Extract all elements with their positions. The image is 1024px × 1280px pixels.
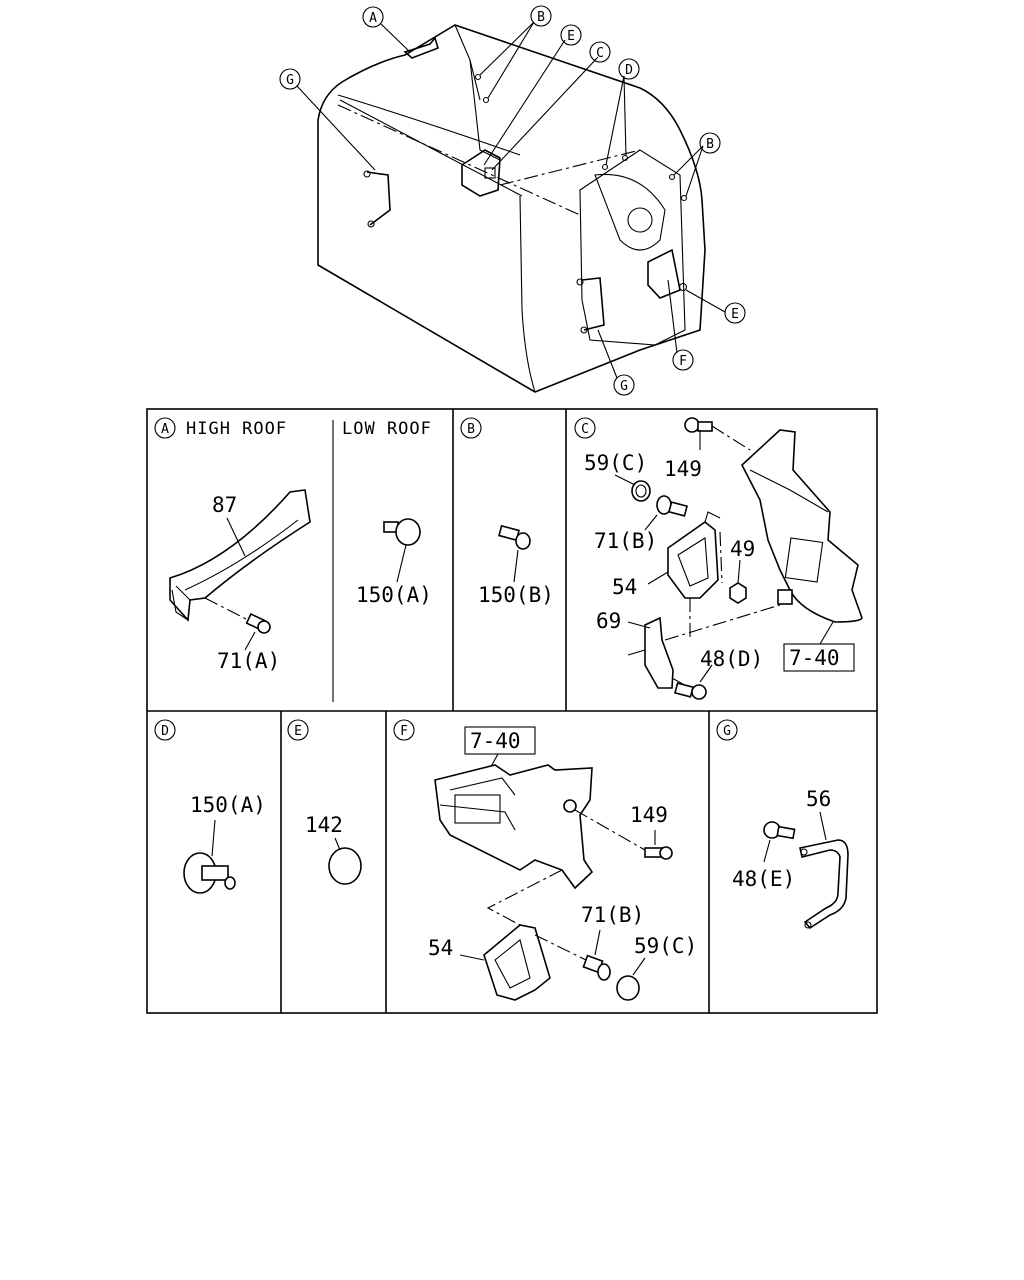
center-bracket: [461, 149, 501, 197]
label-54-f: 54: [428, 936, 453, 960]
label-71a: 71(A): [217, 649, 280, 673]
clip-150a-low-roof: [383, 518, 421, 546]
svg-text:B: B: [706, 137, 714, 152]
label-69: 69: [596, 609, 621, 633]
bolt-71a: [245, 613, 271, 634]
label-142: 142: [305, 813, 343, 837]
roof-handle-87: [169, 489, 311, 622]
callout-e-right: E: [724, 302, 746, 324]
label-87: 87: [212, 493, 237, 517]
panel-a-title-high-roof: HIGH ROOF: [186, 419, 287, 439]
bolt-71b-c: [656, 495, 689, 517]
svg-text:A: A: [161, 422, 169, 437]
ref-box-7-40-f: [464, 726, 536, 755]
label-59c-f: 59(C): [634, 934, 697, 958]
callout-e-top: E: [560, 24, 582, 46]
panel-f-marker: F: [393, 719, 415, 741]
panel-a-title-low-roof: LOW ROOF: [342, 419, 432, 439]
right-bracket: [647, 248, 681, 299]
panel-a: A HIGH ROOF LOW ROOF 87 71(A) 150(A): [154, 417, 432, 673]
label-71b-f: 71(B): [581, 903, 644, 927]
panel-f: F 7-40 149 54 71(B) 59(C): [393, 719, 697, 1001]
svg-text:A: A: [369, 11, 377, 26]
bolt-48d: [673, 682, 707, 700]
panel-e-marker: E: [287, 719, 309, 741]
panel-e: E 142: [287, 719, 362, 885]
plug-142: [328, 847, 362, 885]
panel-g-marker: G: [716, 719, 738, 741]
callout-b-top: B: [530, 5, 552, 27]
label-48d: 48(D): [700, 647, 763, 671]
clip-150a-d: [183, 852, 236, 894]
cap-59c: [631, 480, 651, 502]
cap-59c-f: [616, 975, 640, 1001]
roof-handle: [403, 36, 439, 59]
cab-overview: A B E C D B G E F G: [279, 5, 746, 396]
label-56: 56: [806, 787, 831, 811]
svg-text:B: B: [537, 10, 545, 25]
cab-outline: [317, 24, 706, 393]
label-48e: 48(E): [732, 867, 795, 891]
label-ref-7-40-f: 7-40: [470, 729, 521, 753]
panel-c-marker: C: [574, 417, 596, 439]
detail-grid: [146, 408, 878, 1014]
label-71b-c: 71(B): [594, 529, 657, 553]
rear-panel: [579, 149, 686, 346]
grip-56: [799, 839, 849, 930]
svg-text:G: G: [723, 724, 731, 739]
svg-text:F: F: [679, 354, 687, 369]
callout-a: A: [362, 6, 384, 28]
label-49: 49: [730, 537, 755, 561]
plate-69: [644, 616, 674, 689]
svg-text:G: G: [620, 379, 628, 394]
ref-box-7-40-c: [783, 643, 855, 672]
bracket-54-f: [483, 924, 551, 1001]
svg-text:E: E: [294, 724, 302, 739]
panel-b-marker: B: [460, 417, 482, 439]
svg-text:C: C: [596, 46, 604, 61]
panel-b: B 150(B): [460, 417, 554, 607]
label-149-c: 149: [664, 457, 702, 481]
screw-149-c: [684, 417, 713, 433]
nut-49: [729, 582, 747, 604]
label-150a-d: 150(A): [190, 793, 266, 817]
callout-d-top: D: [618, 58, 640, 80]
label-59c: 59(C): [584, 451, 647, 475]
label-150b: 150(B): [478, 583, 554, 607]
bracket-54-c: [667, 521, 719, 599]
panel-g: G 56 48(E): [716, 719, 849, 930]
callout-g-bottom: G: [613, 374, 635, 396]
svg-text:F: F: [400, 724, 408, 739]
panel-d-marker: D: [154, 719, 176, 741]
callout-g-left: G: [279, 68, 301, 90]
trim-panel-7-40: [741, 429, 863, 623]
screw-149-f: [644, 846, 673, 860]
label-ref-7-40-c: 7-40: [789, 646, 840, 670]
callout-f-bottom: F: [672, 349, 694, 371]
svg-text:C: C: [581, 422, 589, 437]
svg-text:E: E: [731, 307, 739, 322]
svg-text:E: E: [567, 29, 575, 44]
callout-c-top: C: [589, 41, 611, 63]
label-150a-low-roof: 150(A): [356, 583, 432, 607]
svg-text:G: G: [286, 73, 294, 88]
panel-d: D 150(A): [154, 719, 266, 894]
label-54-c: 54: [612, 575, 637, 599]
panel-c: C 59(C) 149 71(B) 54 49: [574, 417, 863, 700]
panel-a-marker: A: [154, 417, 176, 439]
svg-text:B: B: [467, 422, 475, 437]
grip-left: [366, 171, 391, 226]
svg-text:D: D: [161, 724, 169, 739]
bolt-48e: [763, 821, 796, 840]
svg-text:D: D: [625, 63, 633, 78]
clip-150b: [498, 524, 531, 550]
bolt-71b-f: [582, 954, 611, 981]
label-149-f: 149: [630, 803, 668, 827]
callout-b-right: B: [699, 132, 721, 154]
grip-right: [581, 277, 605, 331]
